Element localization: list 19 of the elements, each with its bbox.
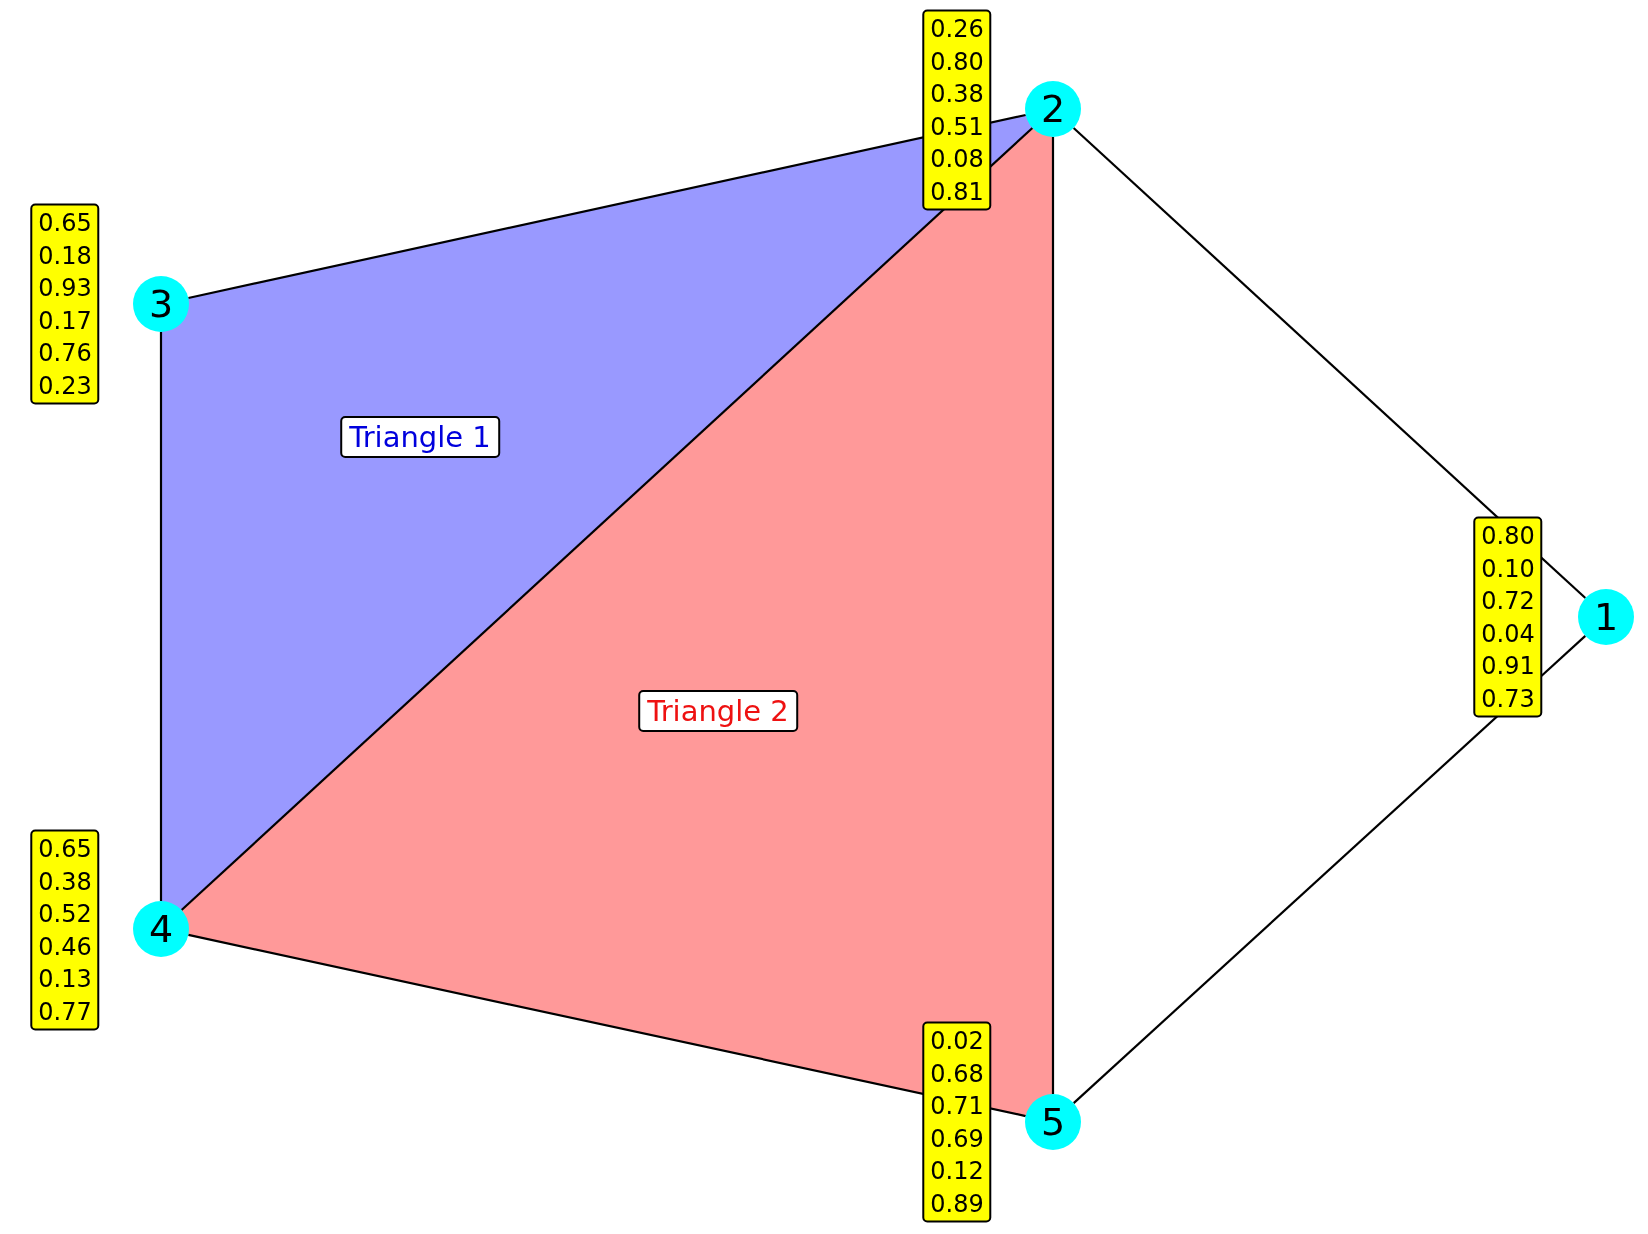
edge-line: [188, 113, 1026, 300]
vertex-circle: 3: [133, 276, 189, 332]
vertex-circle: 2: [1025, 81, 1081, 137]
value-list: 0.26 0.80 0.38 0.51 0.08 0.81: [922, 9, 992, 211]
edge-line: [1072, 127, 1587, 599]
vertex-circle: 5: [1025, 1094, 1081, 1150]
value-list: 0.02 0.68 0.71 0.69 0.12 0.89: [922, 1021, 992, 1223]
value-list: 0.65 0.18 0.93 0.17 0.76 0.23: [30, 203, 100, 405]
edge-line: [1072, 635, 1587, 1104]
triangle-label: Triangle 1: [340, 416, 500, 458]
vertex-circle: 1: [1578, 589, 1634, 645]
edge-line: [188, 933, 1026, 1118]
value-list: 0.65 0.38 0.52 0.46 0.13 0.77: [30, 829, 100, 1031]
edge-line: [180, 127, 1034, 911]
vertex-circle: 4: [133, 901, 189, 957]
value-list: 0.80 0.10 0.72 0.04 0.91 0.73: [1473, 516, 1543, 718]
edge-line: [1051, 137, 1055, 1094]
edge-line: [159, 332, 163, 901]
triangle-label: Triangle 2: [638, 690, 798, 732]
